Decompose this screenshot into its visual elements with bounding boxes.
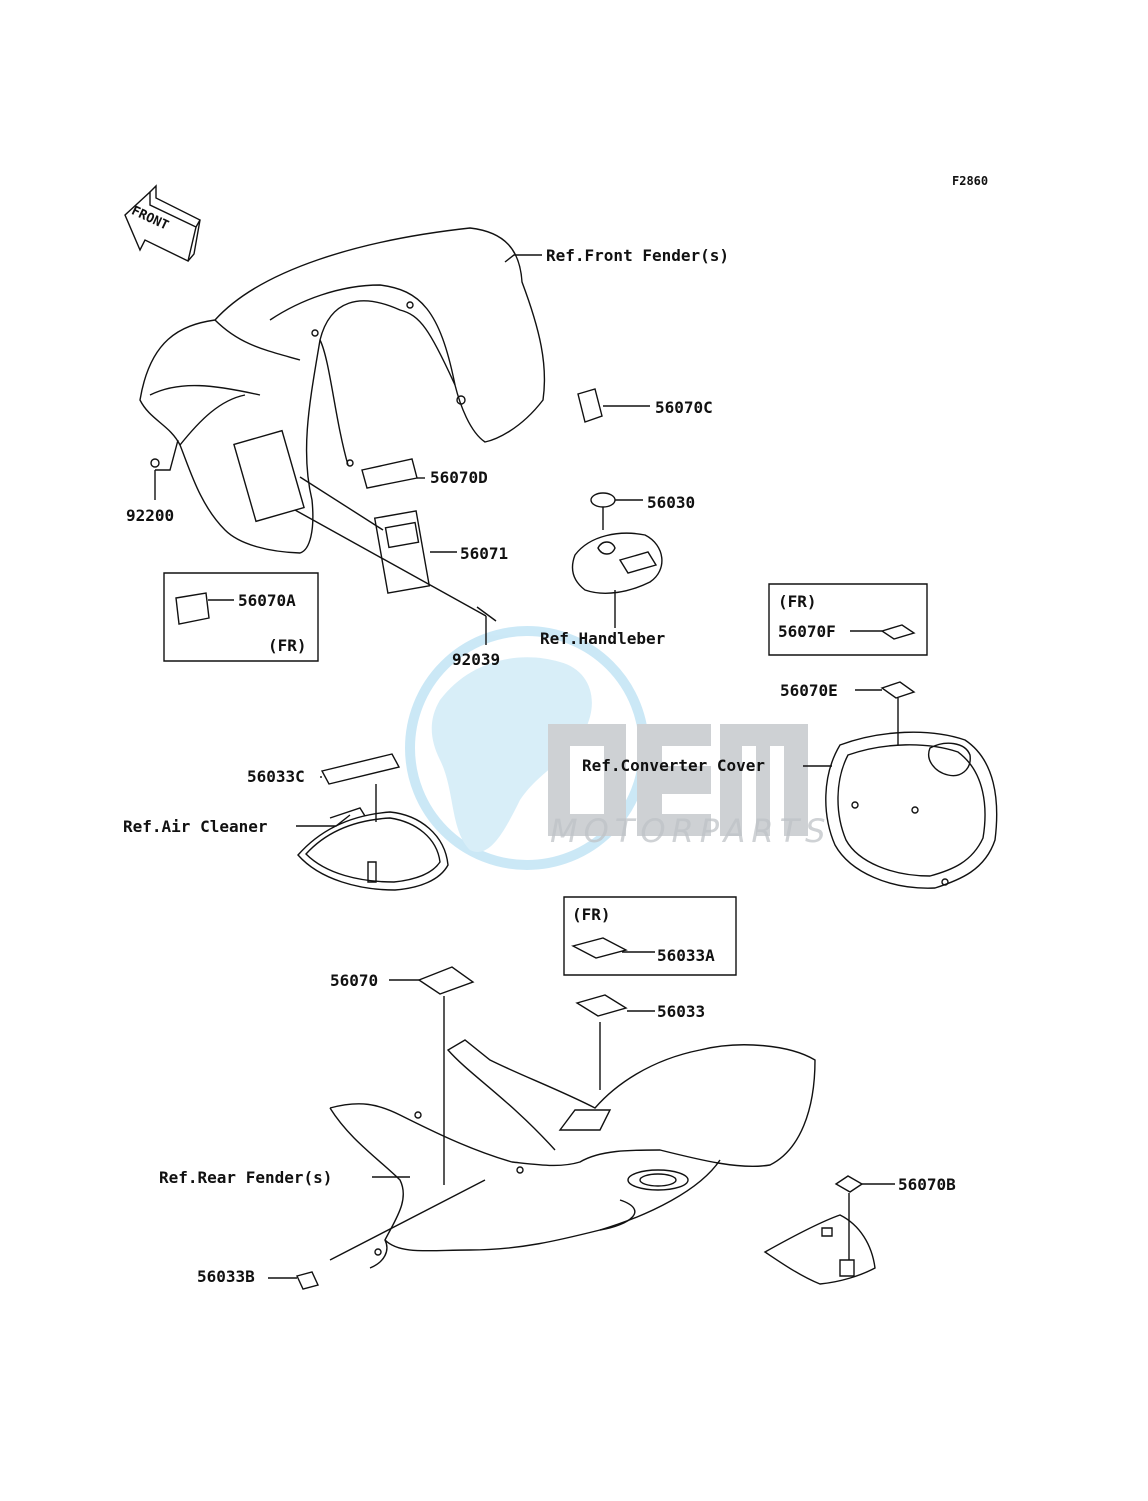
label-fr-box-f: (FR) [778,592,817,611]
label-ref-converter-cover: Ref.Converter Cover [582,756,766,775]
watermark-logo [405,626,808,870]
label-56070A: 56070A [238,591,296,610]
decal-56070E [882,682,914,698]
decal-56033C [322,754,399,784]
label-92200: 92200 [126,506,175,525]
front-fender-drawing [140,228,544,553]
label-fr-box-33a: (FR) [572,905,611,924]
fr-box-56070A [164,573,318,661]
label-ref-air-cleaner: Ref.Air Cleaner [123,817,268,836]
front-arrow-icon [125,186,200,261]
decal-56070B [836,1176,862,1192]
label-56070F: 56070F [778,622,836,641]
label-56030: 56030 [647,493,696,512]
watermark-subtitle: MOTORPARTS [550,812,832,850]
label-ref-handlebar: Ref.Handleber [540,629,666,648]
decal-56033B [297,1272,318,1289]
decal-56070D [362,459,417,488]
fr-box-56070F [769,584,927,655]
label-56033A: 56033A [657,946,715,965]
label-56033B: 56033B [197,1267,255,1286]
rear-fender-drawing [330,1040,815,1268]
label-ref-rear-fender: Ref.Rear Fender(s) [159,1168,333,1187]
label-fr-box-a: (FR) [268,636,307,655]
small-cover-drawing [765,1215,875,1284]
screw-92039 [477,607,496,621]
fr-box-56033A [564,897,736,975]
label-56070C: 56070C [655,398,713,417]
decal-56070C [578,389,602,422]
handlebar-housing-drawing [572,533,661,628]
washer-56030 [591,493,615,507]
label-ref-front-fender: Ref.Front Fender(s) [546,246,730,265]
label-56071: 56071 [460,544,509,563]
label-92039: 92039 [452,650,501,669]
label-56033C: 56033C [247,767,305,786]
decal-56033 [577,995,626,1016]
label-56070D: 56070D [430,468,488,487]
label-56033: 56033 [657,1002,706,1021]
decal-56033A [573,938,626,958]
label-56070B: 56070B [898,1175,956,1194]
decal-56071 [375,511,430,593]
converter-cover-drawing [826,732,997,888]
label-56070E: 56070E [780,681,838,700]
decal-56070 [419,967,473,994]
figure-code: F2860 [952,174,989,188]
label-56070: 56070 [330,971,379,990]
air-cleaner-drawing [298,808,448,890]
